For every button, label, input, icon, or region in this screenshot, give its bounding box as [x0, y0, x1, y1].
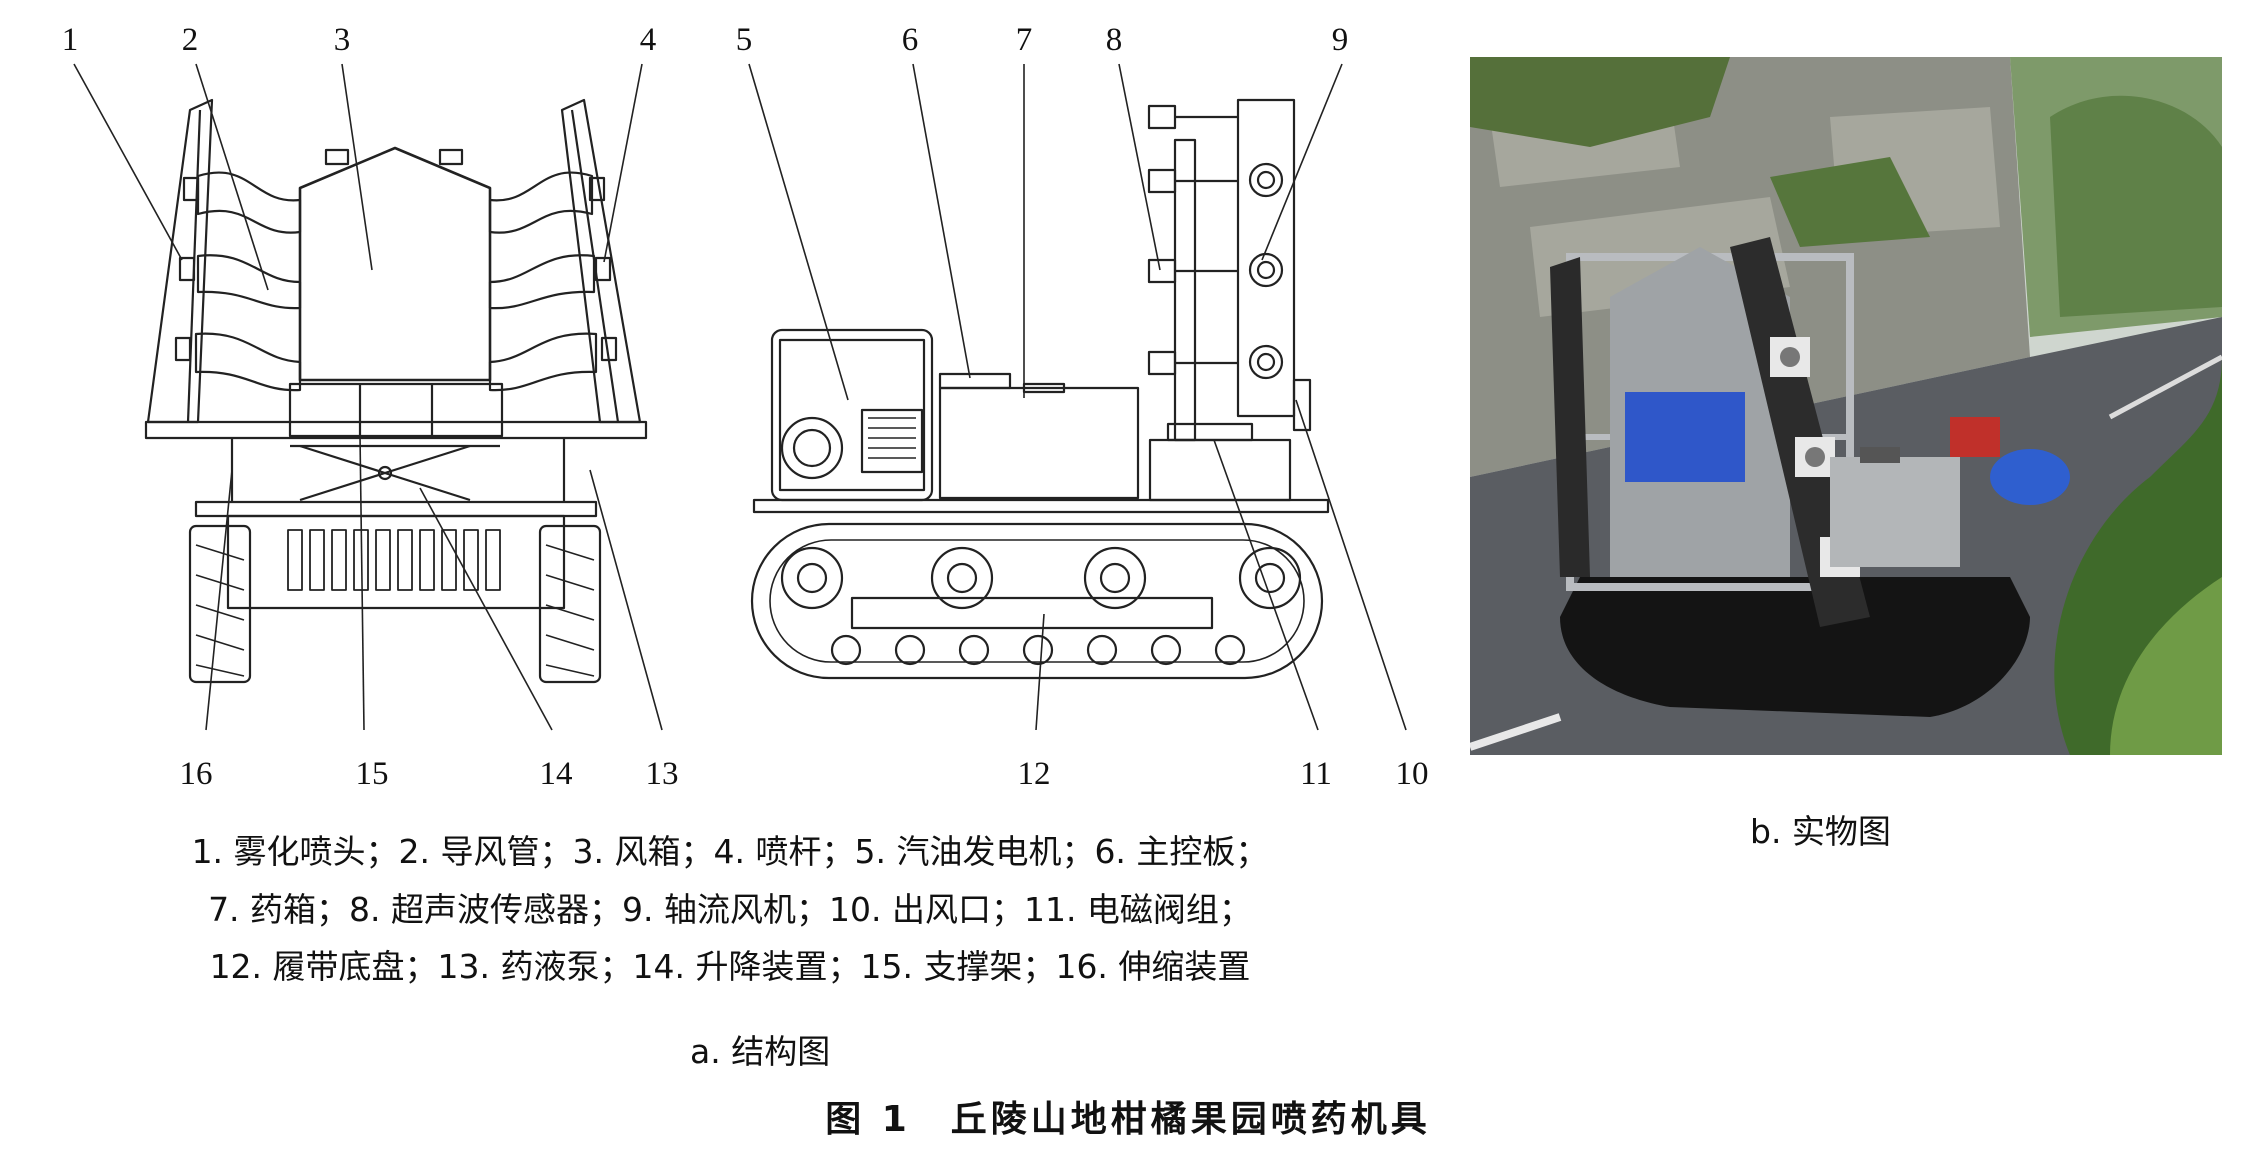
callout-2: 2 [181, 22, 199, 58]
callout-8: 8 [1105, 22, 1123, 58]
figure-title: 图 1 丘陵山地柑橘果园喷药机具 [825, 1099, 1431, 1140]
machine-photo [1470, 57, 2222, 755]
callout-15: 15 [355, 756, 389, 792]
callout-13: 13 [645, 756, 679, 792]
callout-7: 7 [1015, 22, 1033, 58]
callout-12: 12 [1017, 756, 1051, 792]
legend-line-3: 12. 履带底盘；13. 药液泵；14. 升降装置；15. 支撑架；16. 伸缩… [209, 947, 1251, 986]
callout-1: 1 [61, 22, 79, 58]
front-view [144, 98, 648, 684]
side-view [750, 98, 1330, 680]
callout-16: 16 [179, 756, 213, 792]
callout-3: 3 [333, 22, 351, 58]
callout-5: 5 [735, 22, 753, 58]
subcaption-a: a. 结构图 [690, 1032, 831, 1071]
legend-line-1: 1. 雾化喷头；2. 导风管；3. 风箱；4. 喷杆；5. 汽油发电机；6. 主… [191, 832, 1269, 871]
callout-9: 9 [1331, 22, 1349, 58]
leader-lines [73, 63, 1407, 731]
callout-14: 14 [539, 756, 573, 792]
callout-6: 6 [901, 22, 919, 58]
callout-4: 4 [639, 22, 657, 58]
callout-11: 11 [1300, 756, 1332, 792]
callout-10: 10 [1395, 756, 1429, 792]
legend-line-2: 7. 药箱；8. 超声波传感器；9. 轴流风机；10. 出风口；11. 电磁阀组… [208, 890, 1252, 929]
structure-drawing [73, 63, 1407, 731]
subcaption-b: b. 实物图 [1750, 812, 1891, 851]
